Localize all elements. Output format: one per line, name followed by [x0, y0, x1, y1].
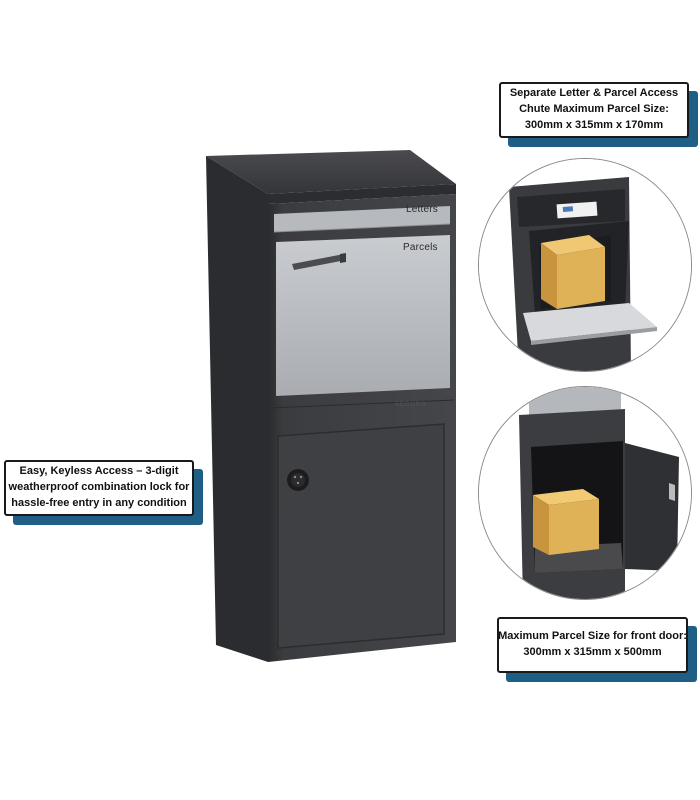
open-door	[625, 443, 679, 571]
zoom-parcel-chute	[478, 158, 692, 372]
callout-line: Chute Maximum Parcel Size:	[519, 103, 669, 116]
callout-line: Separate Letter & Parcel Access	[509, 87, 679, 100]
callout-line: Maximum Parcel Size for front door:	[498, 630, 687, 643]
parcel-box	[549, 499, 599, 555]
callout-line: 300mm x 315mm x 170mm	[524, 118, 664, 131]
mailbox-illustration	[206, 150, 456, 662]
brand-label: SECURO	[395, 402, 427, 408]
parcels-panel	[276, 235, 450, 396]
parcels-handle	[292, 254, 346, 270]
parcel-mailbox: Letters Parcels SECURO	[200, 150, 462, 670]
callout-line: hassle-free entry in any condition	[11, 496, 187, 509]
front-door-illustration	[479, 387, 691, 599]
mailbox-lid	[206, 150, 456, 194]
front-door	[277, 423, 445, 649]
callout-line: 300mm x 315mm x 500mm	[523, 646, 662, 658]
mailbox-side	[206, 156, 268, 662]
callout-line: weatherproof combination lock for	[8, 481, 190, 494]
zoom-front-door	[478, 386, 692, 600]
parcel-chute-illustration	[479, 159, 691, 371]
callout-front-door-size: Maximum Parcel Size for front door: 300m…	[497, 617, 697, 682]
callout-keyless-access: Easy, Keyless Access – 3-digit weatherpr…	[4, 460, 203, 525]
callout-letter-parcel-chute: Separate Letter & Parcel Access Chute Ma…	[499, 82, 698, 147]
parcel-flap	[523, 303, 657, 341]
parcels-label: Parcels	[403, 242, 438, 253]
callout-line: Easy, Keyless Access – 3-digit	[19, 465, 179, 478]
parcel-box	[557, 247, 605, 309]
letters-label: Letters	[406, 204, 438, 215]
